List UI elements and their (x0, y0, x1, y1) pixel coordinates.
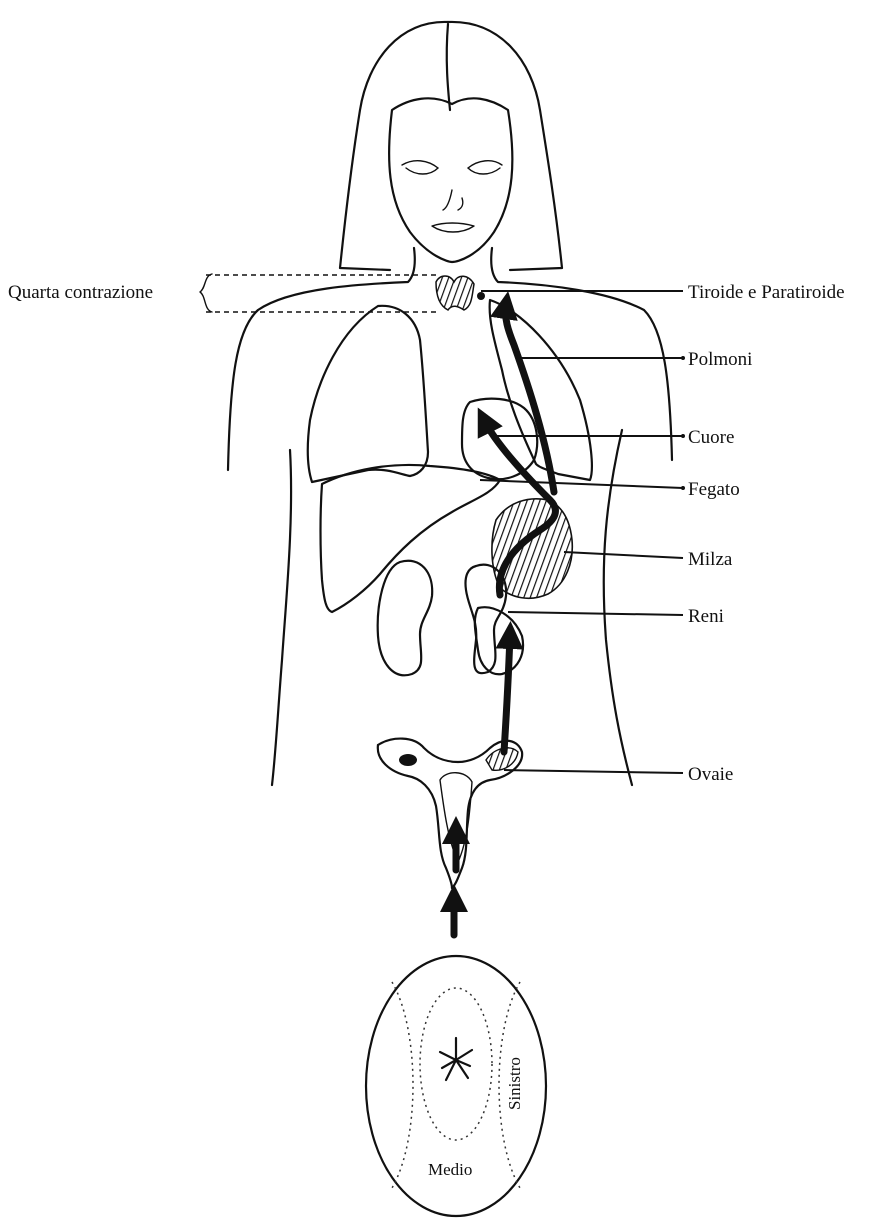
label-quarta-contrazione: Quarta contrazione (8, 282, 153, 303)
label-medio: Medio (428, 1160, 472, 1179)
hair-outline (340, 22, 562, 270)
spleen (492, 499, 572, 598)
star-icon (440, 1038, 472, 1080)
liver (321, 465, 501, 612)
label-ovaie: Ovaie (688, 764, 733, 785)
fourth-contraction-bracket (200, 274, 440, 312)
label-cuore: Cuore (688, 427, 734, 448)
face (389, 98, 512, 262)
torso-outline (228, 248, 672, 785)
label-tiroide: Tiroide e Paratiroide (688, 282, 845, 303)
thyroid (436, 276, 485, 310)
label-reni: Reni (688, 606, 724, 627)
kidney-left (378, 561, 432, 676)
uterus-ovaries (378, 739, 522, 888)
label-fegato: Fegato (688, 479, 740, 500)
label-milza: Milza (688, 549, 733, 570)
label-polmoni: Polmoni (688, 349, 752, 370)
label-sinistro: Sinistro (505, 1057, 524, 1110)
